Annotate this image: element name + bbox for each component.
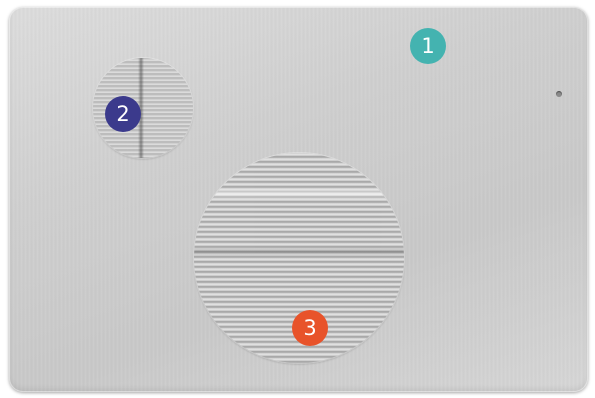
screw-hole-icon (556, 91, 562, 97)
callout-badge-3: 3 (292, 310, 328, 346)
callout-badge-1: 1 (410, 28, 446, 64)
callout-badge-2: 2 (105, 96, 141, 132)
